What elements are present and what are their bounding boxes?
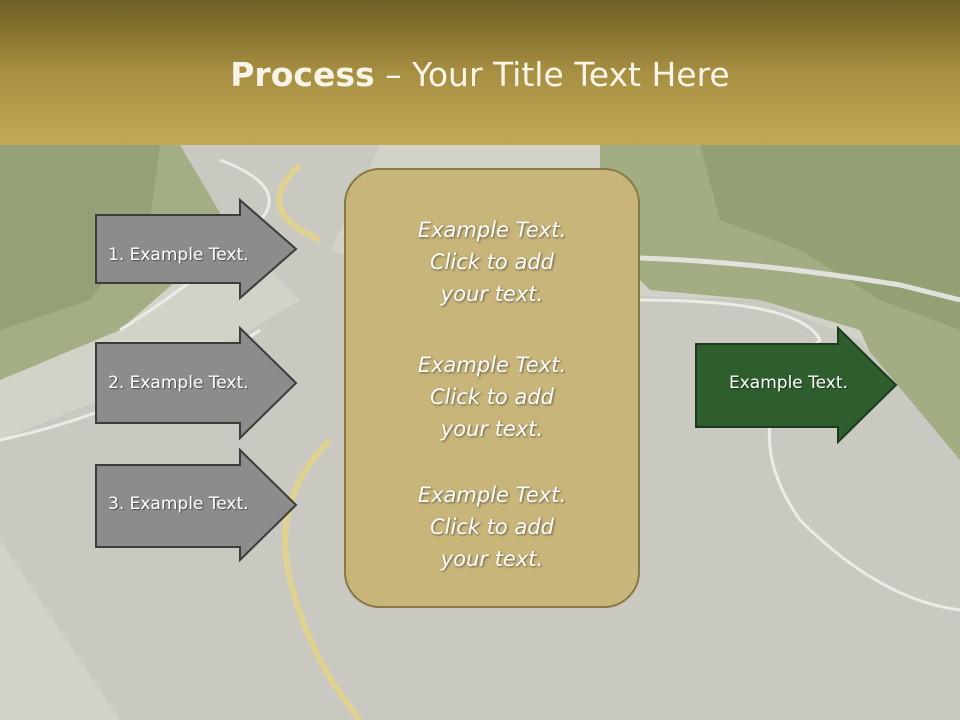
- center-paragraph-1-line-2: Click to add: [429, 250, 554, 274]
- center-paragraph-3: Example Text. Click to add your text.: [346, 479, 638, 575]
- title-rest: – Your Title Text Here: [374, 55, 730, 94]
- center-paragraph-2-line-1: Example Text.: [417, 353, 567, 377]
- center-paragraph-2: Example Text. Click to add your text.: [346, 349, 638, 445]
- process-arrow-2[interactable]: [94, 326, 300, 440]
- center-paragraph-1-line-3: your text.: [440, 282, 544, 306]
- title-bar: [0, 0, 960, 145]
- result-arrow[interactable]: [694, 326, 900, 444]
- center-paragraph-2-line-2: Click to add: [429, 385, 554, 409]
- center-paragraph-3-line-1: Example Text.: [417, 483, 567, 507]
- process-arrow-3-label: 3. Example Text.: [108, 494, 249, 514]
- process-arrow-1[interactable]: [94, 198, 300, 300]
- center-paragraph-1: Example Text. Click to add your text.: [346, 214, 638, 310]
- center-paragraph-2-line-3: your text.: [440, 417, 544, 441]
- process-arrow-1-label: 1. Example Text.: [108, 245, 249, 265]
- result-arrow-label: Example Text.: [729, 373, 848, 393]
- center-paragraph-1-line-1: Example Text.: [417, 218, 567, 242]
- center-text-box[interactable]: Example Text. Click to add your text. Ex…: [344, 168, 640, 608]
- center-paragraph-3-line-3: your text.: [440, 547, 544, 571]
- slide-title[interactable]: Process – Your Title Text Here: [0, 55, 960, 94]
- process-arrow-3[interactable]: [94, 448, 300, 564]
- title-bold: Process: [230, 55, 375, 94]
- process-arrow-2-label: 2. Example Text.: [108, 373, 249, 393]
- center-paragraph-3-line-2: Click to add: [429, 515, 554, 539]
